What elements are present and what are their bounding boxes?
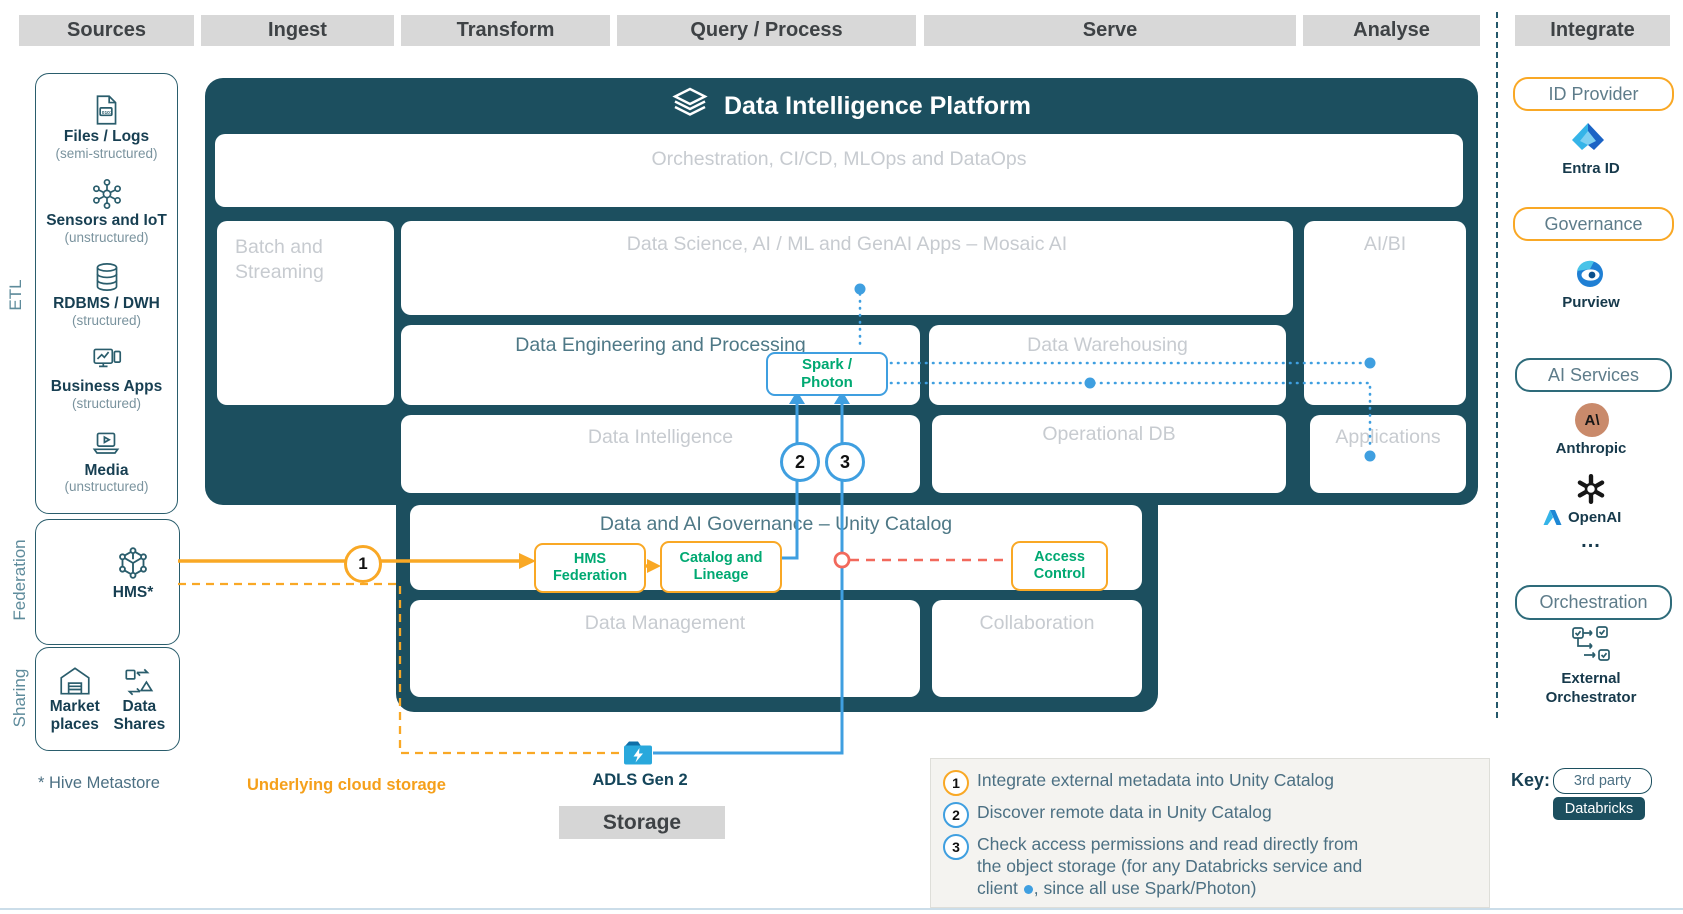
- source-business-apps: Business Apps (structured): [51, 342, 162, 411]
- id-provider-pill: ID Provider: [1513, 77, 1674, 111]
- source-sensors-iot: Sensors and IoT (unstructured): [46, 176, 167, 245]
- header-query-process: Query / Process: [617, 15, 916, 46]
- orchestration-box: Orchestration, CI/CD, MLOps and DataOps: [215, 134, 1463, 207]
- legend-marker-3: 3: [943, 834, 969, 860]
- database-icon: [96, 263, 117, 292]
- orchestration-pill: Orchestration: [1515, 585, 1672, 620]
- more-providers-label: ...: [1581, 530, 1601, 552]
- media-icon: [93, 432, 120, 454]
- legend-item-2: 2 Discover remote data in Unity Catalog: [943, 801, 1477, 828]
- ai-services-pill: AI Services: [1515, 358, 1672, 392]
- header-transform: Transform: [401, 15, 610, 46]
- integrate-separator: [1496, 12, 1498, 718]
- aibi-box: AI/BI: [1304, 221, 1466, 405]
- bottom-edge-line: [0, 908, 1683, 910]
- business-apps-icon: [92, 348, 121, 368]
- hms-cube-icon: [119, 547, 147, 579]
- sharing-side-label: Sharing: [10, 668, 29, 728]
- etl-side-label: ETL: [6, 279, 25, 311]
- file-code-icon: 0101: [97, 95, 117, 126]
- header-sources: Sources: [19, 15, 194, 46]
- marketplace-icon: [60, 667, 90, 695]
- purview-icon: [1577, 260, 1603, 287]
- azure-icon: [1543, 509, 1562, 525]
- source-files-logs: 0101 Files / Logs (semi-structured): [55, 92, 158, 161]
- purview-label: Purview: [1562, 294, 1620, 311]
- collaboration-box: Collaboration: [932, 600, 1142, 697]
- underlying-cloud-storage-label: Underlying cloud storage: [247, 776, 446, 794]
- anthropic-icon: A\: [1575, 403, 1609, 437]
- client-dot-glyph: [1023, 885, 1033, 894]
- data-warehousing-box: Data Warehousing: [929, 325, 1286, 405]
- platform-title-row: Data Intelligence Platform: [668, 84, 1031, 128]
- hive-metastore-footnote: * Hive Metastore: [38, 774, 160, 792]
- applications-box: Applications: [1310, 415, 1466, 493]
- spark-photon-box: Spark /Photon: [766, 352, 888, 396]
- iot-network-icon: [92, 178, 121, 209]
- sources-panel: 0101 Files / Logs (semi-structured) Sens…: [35, 73, 178, 514]
- external-orchestrator-icon: [1572, 626, 1610, 661]
- legend-marker-2: 2: [943, 802, 969, 828]
- legend-item-3: 3 Check access permissions and read dire…: [943, 833, 1477, 899]
- federation-panel: HMS*: [35, 519, 180, 645]
- svg-text:0101: 0101: [102, 110, 113, 116]
- data-science-box: Data Science, AI / ML and GenAI Apps – M…: [401, 221, 1293, 315]
- source-media: Media (unstructured): [64, 426, 149, 494]
- legend-marker-1: 1: [943, 770, 969, 796]
- key-third-party-pill: 3rd party: [1553, 768, 1652, 794]
- openai-label: OpenAI: [1568, 509, 1622, 526]
- storage-header: Storage: [559, 806, 725, 839]
- entra-id-icon: [1572, 123, 1604, 150]
- governance-pill: Governance: [1513, 207, 1674, 241]
- data-shares-icon: [125, 668, 154, 696]
- adls-folder-icon: [624, 741, 652, 765]
- federation-side-label: Federation: [10, 539, 29, 621]
- source-rdbms-dwh: RDBMS / DWH (structured): [53, 259, 160, 328]
- entra-id-label: Entra ID: [1562, 160, 1620, 177]
- marker-2: 2: [780, 442, 820, 482]
- platform-title: Data Intelligence Platform: [724, 91, 1032, 120]
- marker-1: 1: [344, 545, 382, 583]
- hms-label: HMS*: [112, 584, 154, 601]
- marker-3: 3: [825, 442, 865, 482]
- key-databricks-pill: Databricks: [1553, 797, 1645, 820]
- data-management-box: Data Management: [410, 600, 920, 697]
- header-analyse: Analyse: [1303, 15, 1480, 46]
- header-integrate: Integrate: [1515, 15, 1670, 46]
- legend-item-1: 1 Integrate external metadata into Unity…: [943, 769, 1477, 796]
- openai-row: OpenAI: [1543, 509, 1621, 526]
- anthropic-label: Anthropic: [1555, 440, 1627, 457]
- key-label: Key:: [1511, 770, 1551, 790]
- header-serve: Serve: [924, 15, 1296, 46]
- header-ingest: Ingest: [201, 15, 394, 46]
- legend-box: 1 Integrate external metadata into Unity…: [930, 758, 1490, 908]
- databricks-logo-icon: [672, 87, 708, 116]
- operational-db-box: Operational DB: [932, 415, 1286, 493]
- adls-label: ADLS Gen 2: [592, 771, 688, 789]
- openai-icon: [1577, 474, 1605, 504]
